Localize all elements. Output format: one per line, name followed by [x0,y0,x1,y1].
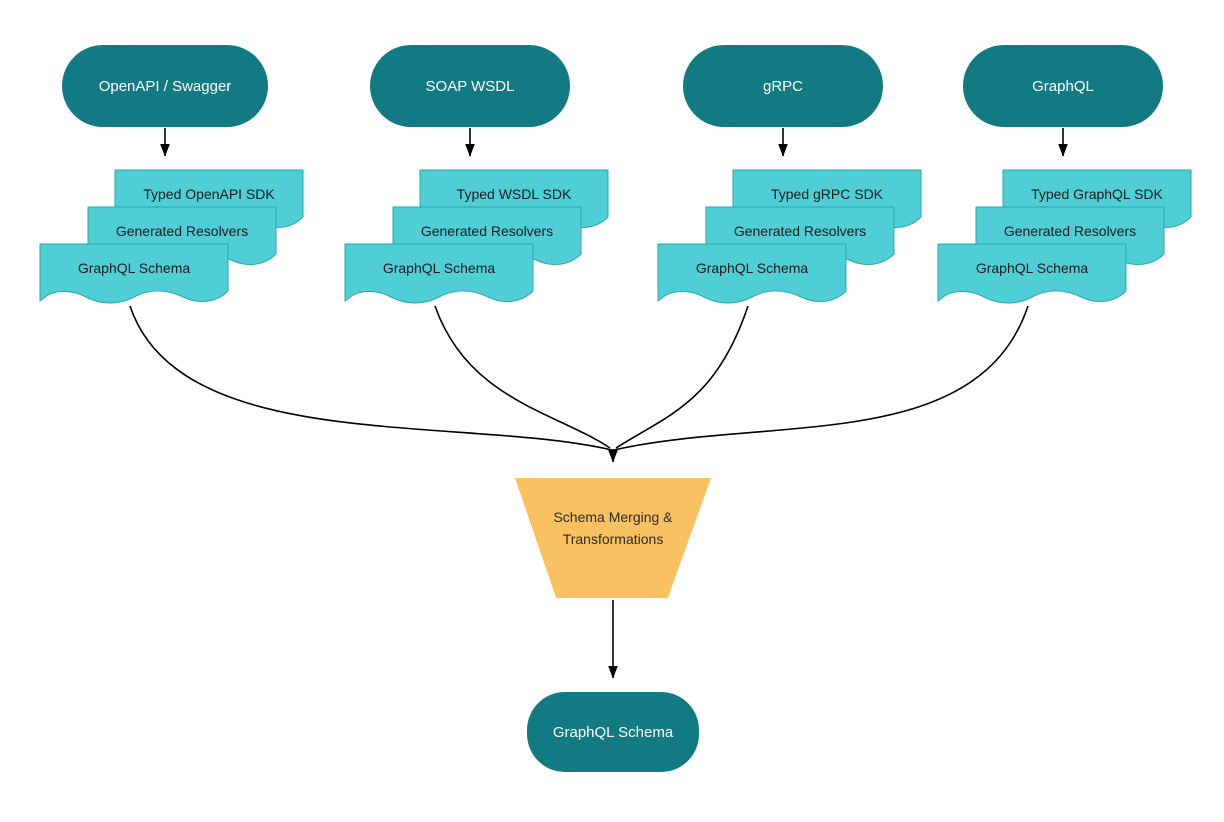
soap-graphql-schema-doc: GraphQL Schema [345,244,533,306]
source-node-graphql: GraphQL [963,45,1163,127]
document-shape-icon [40,244,228,306]
source-node-label: OpenAPI / Swagger [98,77,232,95]
doc-label: Typed OpenAPI SDK [143,186,275,202]
doc-label: GraphQL Schema [77,260,191,276]
curve-graphql-to-merge [613,305,1029,451]
doc-label: Typed gRPC SDK [770,186,884,202]
doc-label: GraphQL Schema [975,260,1089,276]
doc-label: Generated Resolvers [1003,223,1137,239]
doc-label: Generated Resolvers [420,223,554,239]
graphql-graphql-schema-doc: GraphQL Schema [938,244,1126,306]
document-shape-icon [345,244,533,306]
source-node-label: gRPC [762,77,803,95]
doc-label: Generated Resolvers [733,223,867,239]
output-node-graphql-schema: GraphQL Schema [527,692,699,772]
source-node-label: GraphQL [1032,77,1094,95]
doc-label: Typed GraphQL SDK [1031,186,1163,202]
document-shape-icon [938,244,1126,306]
document-shape-icon [658,244,846,306]
openapi-graphql-schema-doc: GraphQL Schema [40,244,228,306]
grpc-graphql-schema-doc: GraphQL Schema [658,244,846,306]
funnel-label-line2: Transformations [562,531,664,547]
source-node-label: SOAP WSDL [425,77,515,95]
curve-soap-to-merge [434,305,611,449]
doc-label: Typed WSDL SDK [456,186,572,202]
funnel-label-line1: Schema Merging & [553,509,673,526]
source-node-openapi: OpenAPI / Swagger [62,45,268,127]
curve-grpc-to-merge [615,305,749,449]
output-node-label: GraphQL Schema [552,723,674,741]
source-node-soap: SOAP WSDL [370,45,570,127]
curve-openapi-to-merge [129,305,613,451]
doc-label: Generated Resolvers [115,223,249,239]
source-node-grpc: gRPC [683,45,883,127]
doc-label: GraphQL Schema [382,260,496,276]
doc-label: GraphQL Schema [695,260,809,276]
